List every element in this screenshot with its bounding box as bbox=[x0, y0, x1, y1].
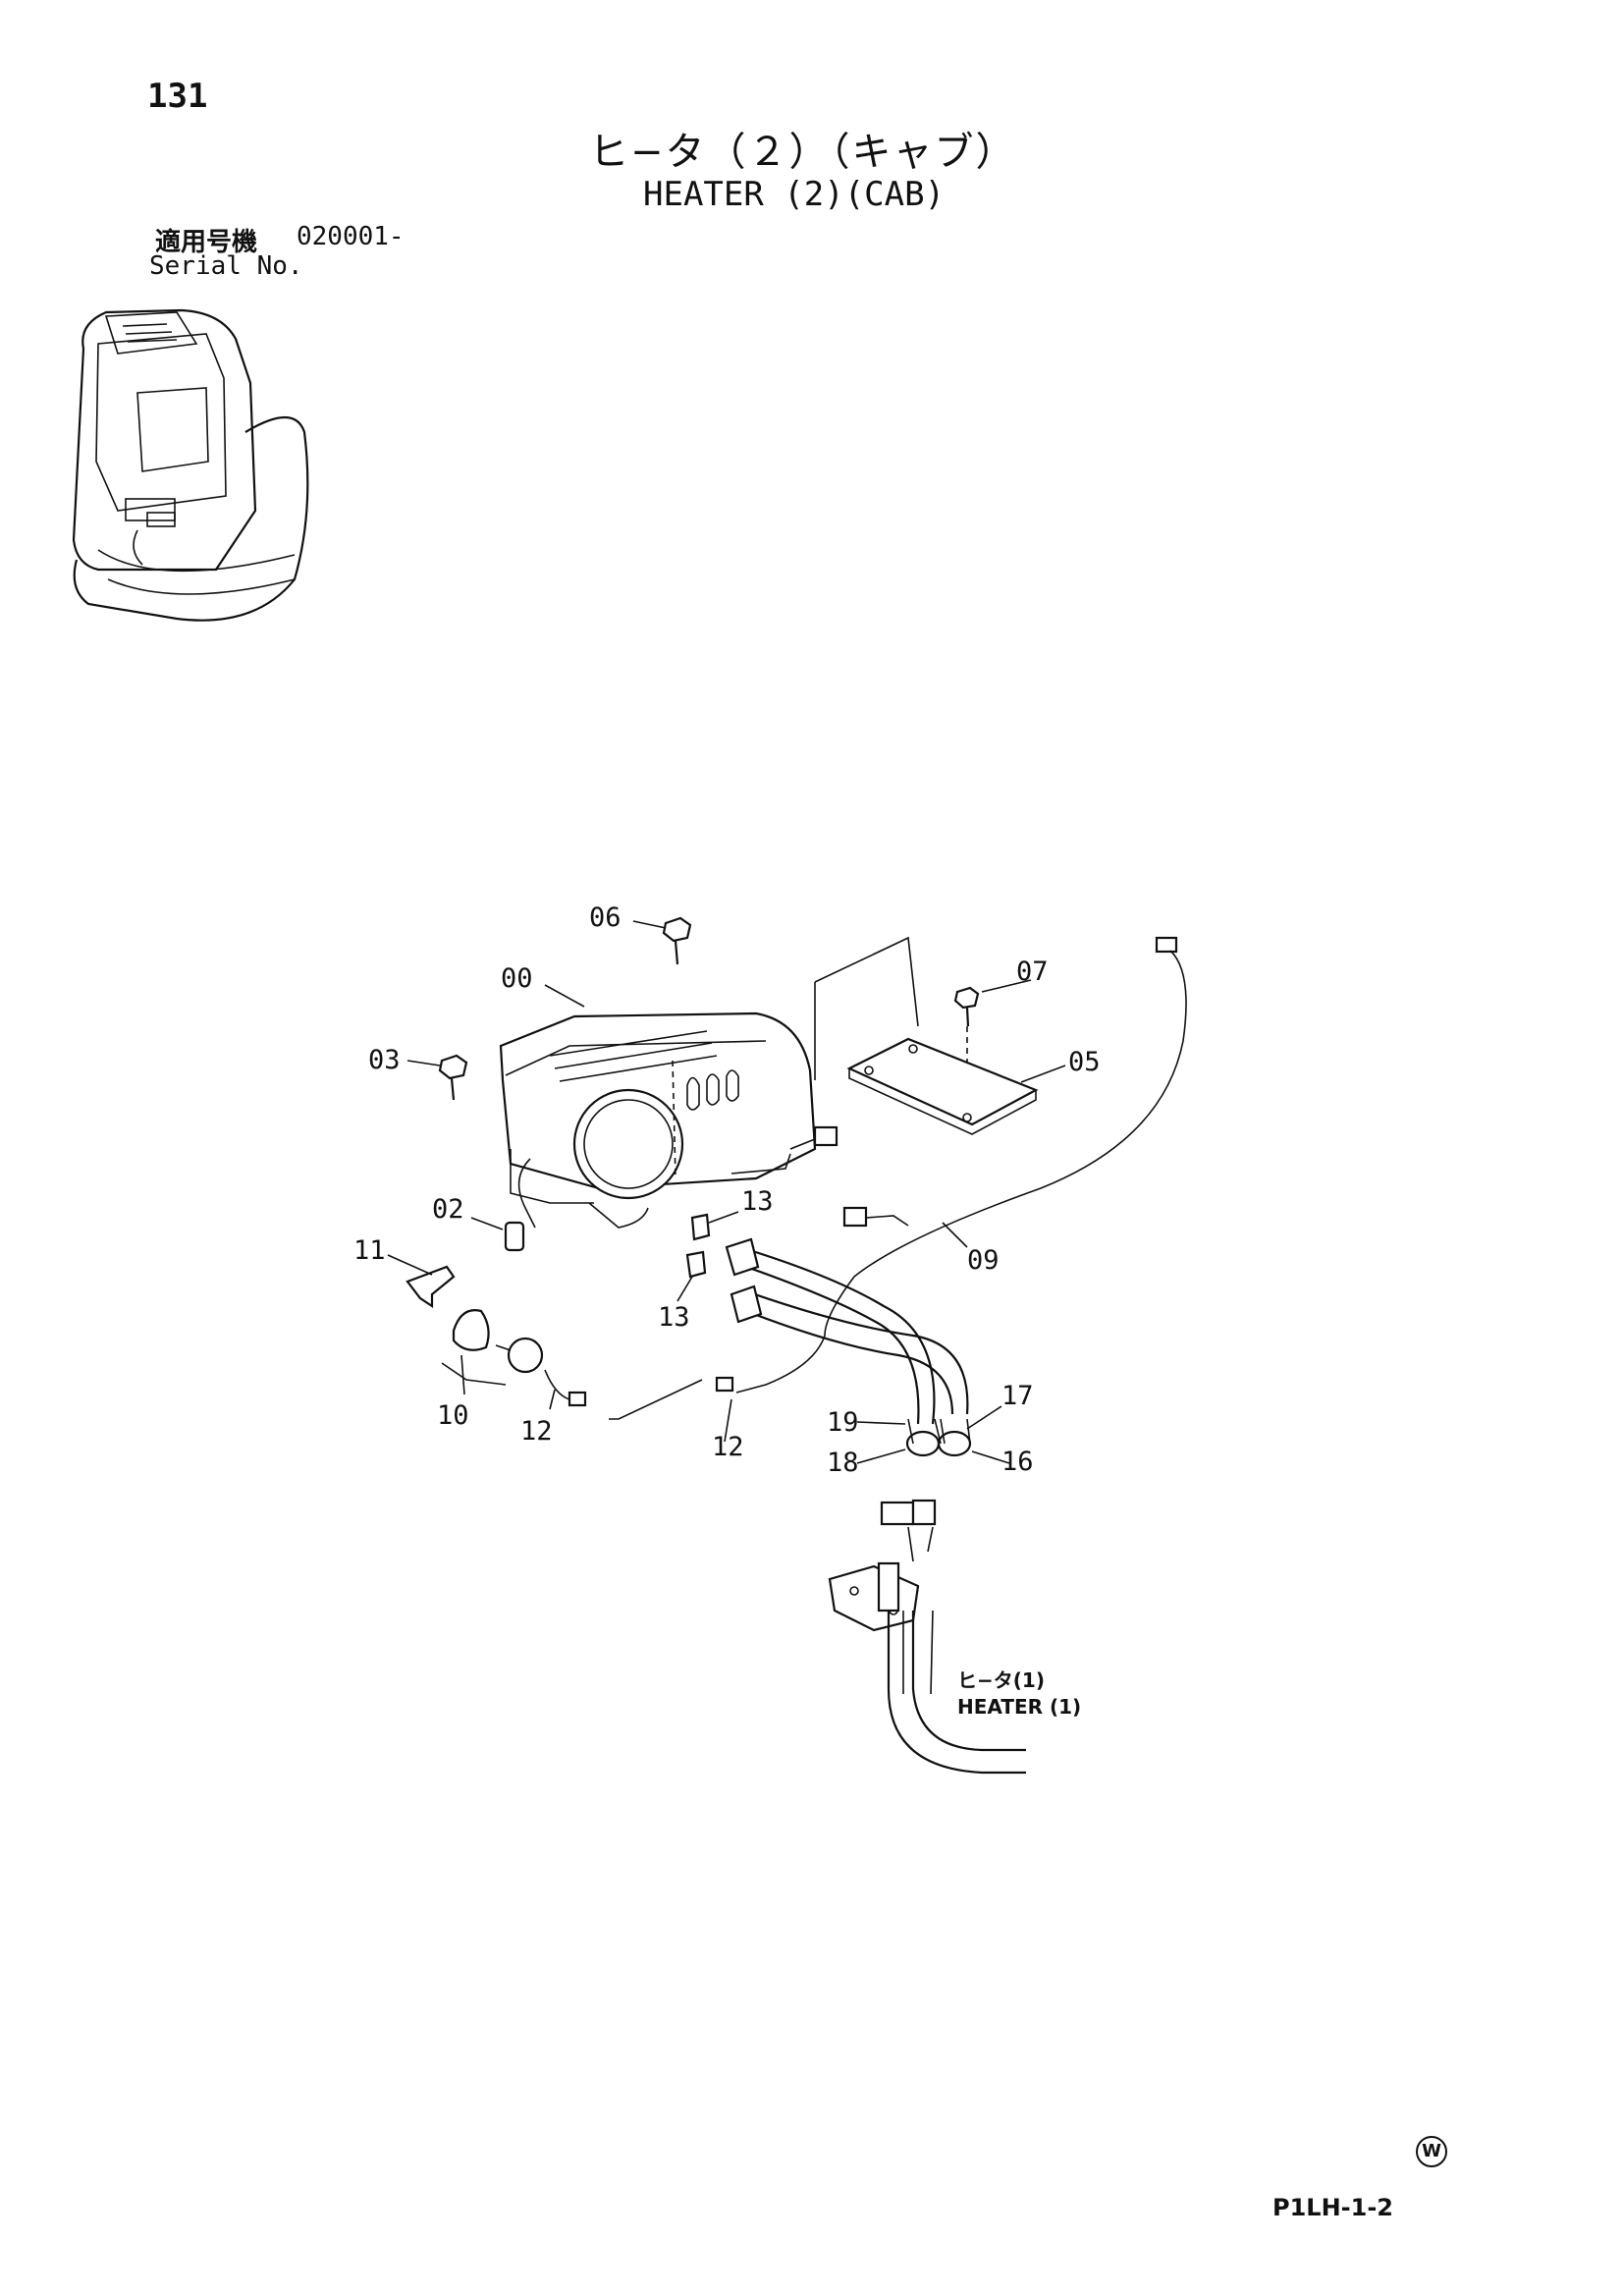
bracket-05 bbox=[814, 936, 1039, 1135]
callout-19: 19 bbox=[827, 1407, 859, 1438]
footer-mark: W bbox=[1416, 2136, 1447, 2167]
connector-12-left bbox=[544, 1369, 587, 1407]
footer-code: P1LH-1-2 bbox=[1272, 2194, 1393, 2221]
clamp-13-upper bbox=[690, 1213, 711, 1241]
harness-09 bbox=[735, 936, 1187, 1394]
callout-07: 07 bbox=[1016, 957, 1049, 987]
reference-label-japanese: ヒ−タ(1) bbox=[957, 1668, 1045, 1692]
callout-labels: 00 02 03 05 06 07 09 10 11 12 12 13 13 1… bbox=[353, 902, 1101, 1478]
callout-00: 00 bbox=[501, 963, 533, 994]
callout-12-right: 12 bbox=[712, 1432, 744, 1462]
switch-10 bbox=[441, 1309, 544, 1386]
serial-label-english: Serial No. bbox=[149, 251, 303, 281]
grommet-11 bbox=[406, 1265, 456, 1309]
clamp-13-lower bbox=[685, 1250, 707, 1279]
callout-02: 02 bbox=[432, 1194, 464, 1225]
callout-03: 03 bbox=[368, 1045, 401, 1075]
bolt-06 bbox=[662, 916, 692, 965]
callout-17: 17 bbox=[1001, 1381, 1034, 1411]
callout-11: 11 bbox=[353, 1235, 386, 1266]
serial-label-japanese: 適用号機 bbox=[155, 228, 258, 257]
callout-13-lower: 13 bbox=[658, 1302, 690, 1333]
leader-lines bbox=[387, 920, 1066, 1464]
pipe-02 bbox=[504, 1221, 525, 1252]
connector-12-right bbox=[609, 1376, 734, 1420]
serial-number-value: 020001- bbox=[297, 222, 405, 251]
callout-10: 10 bbox=[437, 1400, 469, 1431]
callout-16: 16 bbox=[1001, 1447, 1034, 1477]
title-english: HEATER (2)(CAB) bbox=[643, 175, 946, 214]
callout-09: 09 bbox=[967, 1245, 1000, 1276]
cab-location-illustration bbox=[72, 308, 309, 622]
callout-13-upper: 13 bbox=[741, 1186, 774, 1217]
title-japanese: ヒ−タ（２）（キャブ） bbox=[589, 130, 1017, 175]
valve-assembly bbox=[828, 1499, 1026, 1775]
callout-05: 05 bbox=[1068, 1047, 1101, 1077]
bolt-07 bbox=[953, 986, 980, 1090]
reference-label-english: HEATER (1) bbox=[957, 1695, 1081, 1719]
hoses bbox=[725, 1237, 972, 1457]
page-number: 131 bbox=[147, 77, 208, 116]
callout-12-left: 12 bbox=[520, 1416, 553, 1447]
callout-06: 06 bbox=[589, 902, 622, 933]
callout-18: 18 bbox=[827, 1448, 859, 1478]
bolt-03 bbox=[438, 1054, 468, 1101]
heater-unit bbox=[499, 1011, 817, 1229]
